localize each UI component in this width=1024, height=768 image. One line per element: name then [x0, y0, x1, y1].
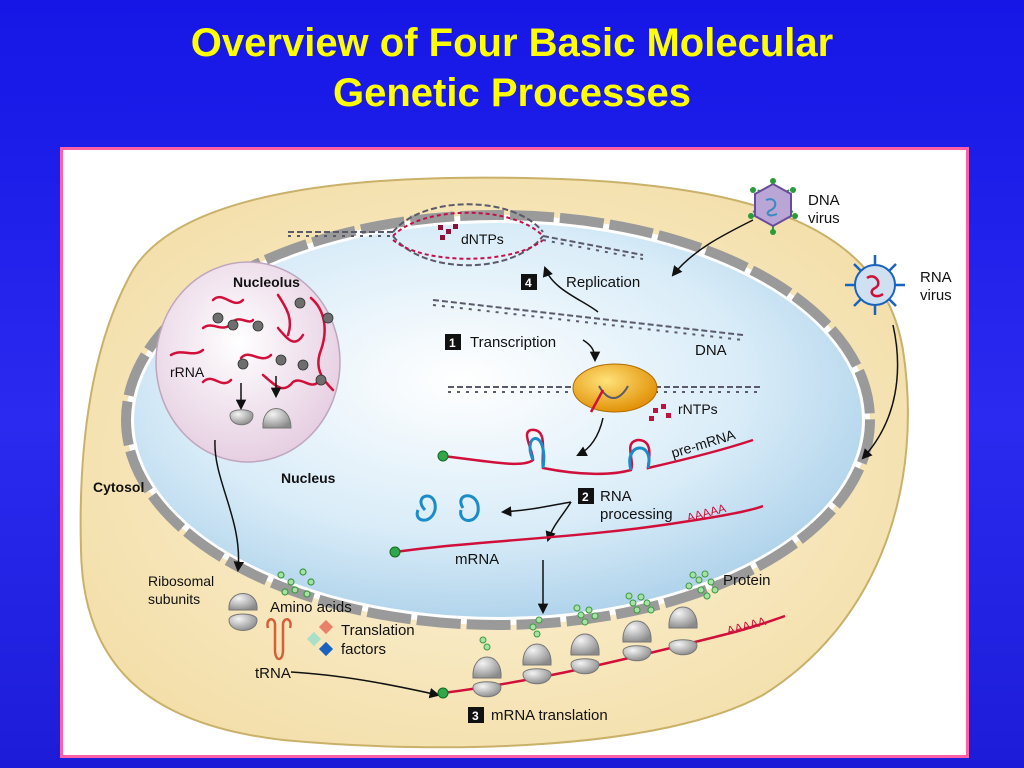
label-rna-processing-2: processing — [600, 506, 673, 523]
cyto-small-subunit — [228, 613, 258, 631]
transcription-arrow — [582, 339, 601, 363]
factor-diamond-3 — [318, 641, 334, 657]
premrna-arrow — [576, 417, 604, 456]
label-ribosomal-1: Ribosomal — [148, 573, 214, 589]
label-replication: Replication — [566, 274, 640, 291]
rna-polymerase — [572, 363, 658, 413]
label-mrna: mRNA — [455, 551, 499, 568]
translation-mrna-cap — [437, 687, 449, 699]
factor-diamond-1 — [318, 619, 334, 635]
large-subunit — [262, 408, 292, 429]
label-mrna-translation: mRNA translation — [491, 707, 608, 724]
excised-intron-2 — [459, 494, 480, 522]
cyto-large-subunit — [228, 593, 258, 611]
label-rna-processing-1: RNA — [600, 488, 632, 505]
rna-virus — [845, 255, 905, 315]
rna-virus-arrow — [861, 324, 899, 460]
nucleolus-particles — [212, 297, 334, 386]
intron-loop-2 — [628, 446, 651, 471]
replication-arrow — [542, 266, 599, 313]
label-rntps: rNTPs — [678, 401, 718, 417]
pre-mrna-cap — [437, 450, 449, 462]
label-cytosol: Cytosol — [93, 479, 144, 495]
intron-loop-1 — [528, 437, 546, 469]
step-1-number: 1 — [449, 336, 456, 350]
diagram-panel: dNTPs 4 Replication DNA 1 Transcription … — [60, 147, 969, 758]
step-3-badge — [468, 707, 484, 723]
title-line-1: Overview of Four Basic Molecular — [190, 21, 834, 65]
label-dna-virus-1: DNA — [808, 192, 840, 209]
label-ribosomal-2: subunits — [148, 591, 200, 607]
label-rna-virus-1: RNA — [920, 269, 952, 286]
processing-arrow-introns — [500, 501, 572, 517]
label-nucleolus: Nucleolus — [233, 274, 300, 290]
step-2-badge — [578, 488, 594, 504]
label-dna: DNA — [695, 342, 727, 359]
rrna-strands — [169, 293, 335, 392]
slide-title: Overview of Four Basic Molecular Genetic… — [0, 18, 1024, 118]
trna-shape — [266, 618, 292, 661]
polyribosome — [472, 606, 698, 698]
dna-virus-arrow — [671, 219, 754, 277]
polymerase-dna-loop — [598, 385, 629, 399]
dna-virus — [748, 178, 798, 235]
mrna-strand — [394, 504, 764, 554]
title-line-2: Genetic Processes — [333, 71, 691, 115]
label-trna: tRNA — [255, 665, 291, 682]
step-1-badge — [445, 334, 461, 350]
label-translation-factors-2: factors — [341, 641, 386, 658]
label-rrna: rRNA — [170, 364, 205, 380]
step-2-number: 2 — [582, 490, 589, 504]
label-dna-virus-2: virus — [808, 210, 840, 227]
nascent-rna — [589, 389, 605, 413]
trna-arrow — [290, 671, 441, 699]
step-4-number: 4 — [525, 276, 532, 290]
label-rna-virus-2: virus — [920, 287, 952, 304]
growing-polypeptides — [479, 570, 719, 651]
step-3-number: 3 — [472, 709, 479, 723]
label-dntps: dNTPs — [461, 231, 504, 247]
dna-replication-bubble — [288, 203, 644, 267]
label-nucleus: Nucleus — [281, 470, 336, 486]
label-translation-factors-1: Translation — [341, 622, 415, 639]
rntps-squares — [649, 404, 671, 421]
dntps-squares — [438, 224, 458, 240]
excised-intron-1 — [415, 494, 437, 522]
label-protein: Protein — [723, 572, 771, 589]
amino-acid-dots — [277, 568, 315, 598]
factor-diamond-2 — [306, 631, 322, 647]
subunit-export-arrow — [214, 439, 245, 573]
label-amino-acids: Amino acids — [270, 599, 352, 616]
dna-helix-upper — [432, 299, 744, 341]
small-subunit — [229, 409, 254, 426]
cell-diagram: dNTPs 4 Replication DNA 1 Transcription … — [79, 176, 952, 749]
mrna-cap — [389, 546, 401, 558]
step-4-badge — [521, 274, 537, 290]
label-transcription: Transcription — [470, 334, 556, 351]
